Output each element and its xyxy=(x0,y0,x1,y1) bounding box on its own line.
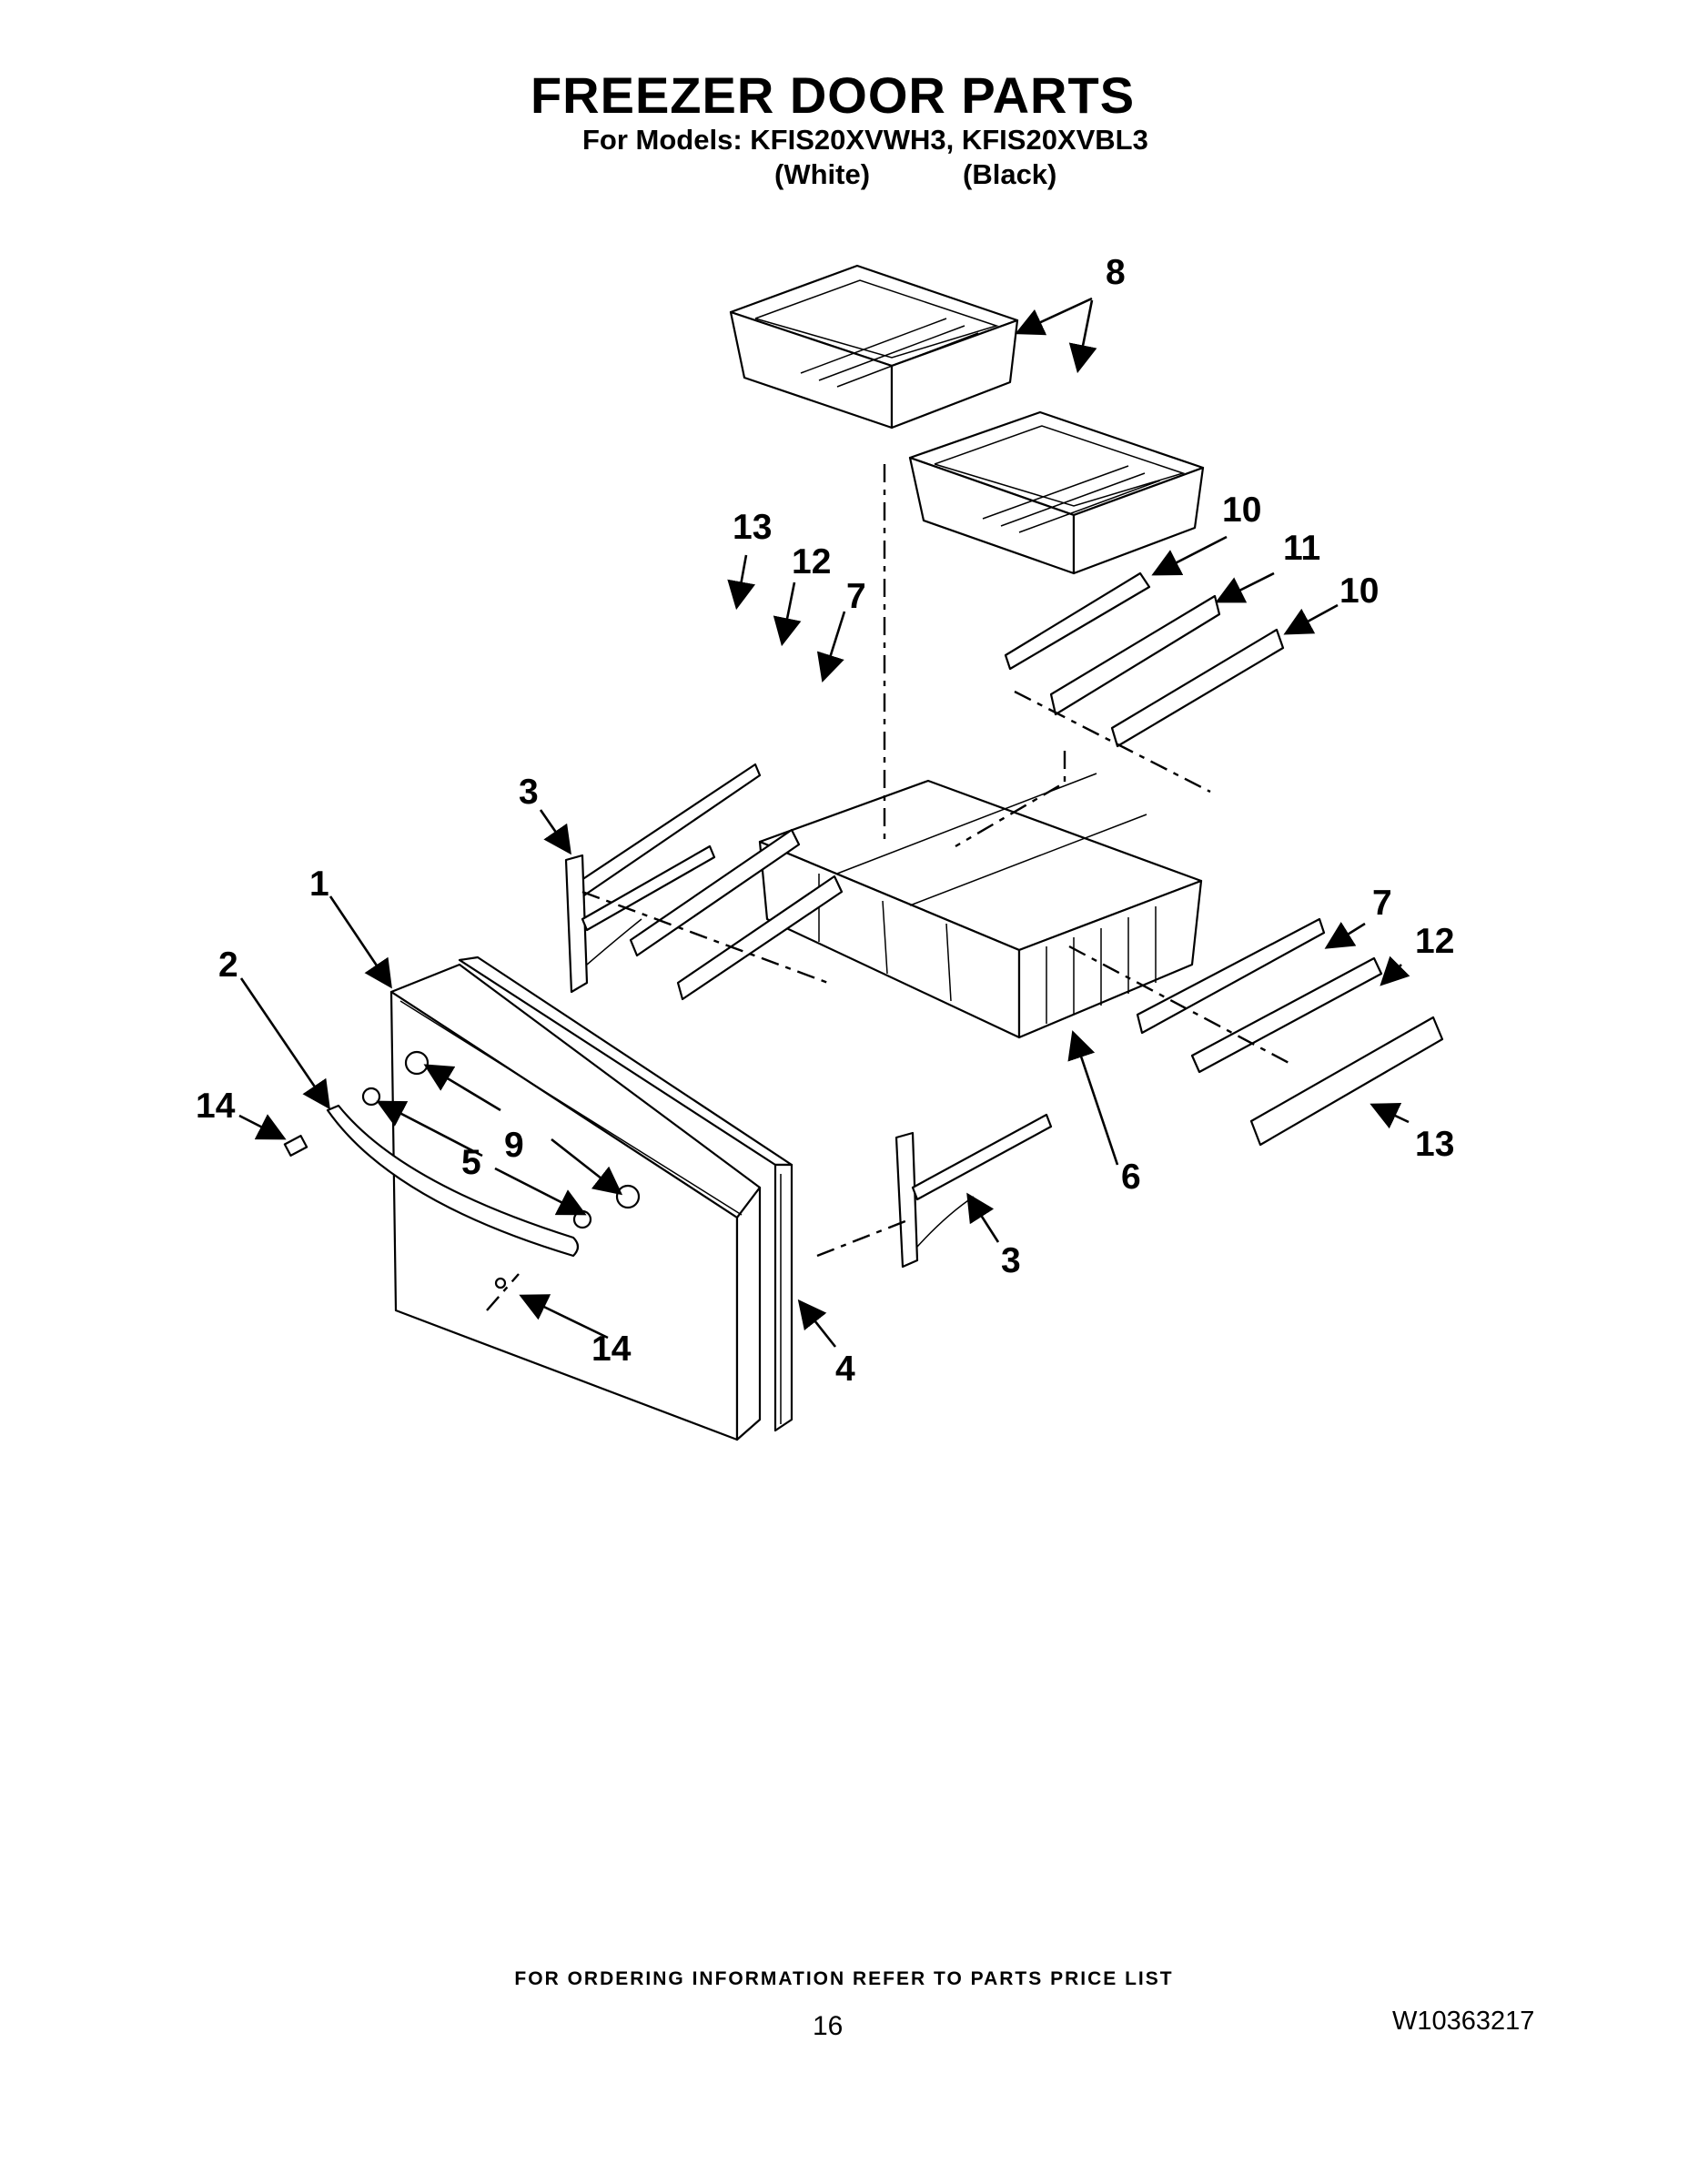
rail-part-12-upper xyxy=(629,828,801,957)
variant-black: (Black) xyxy=(963,158,1057,190)
callout-12-lower: 12 xyxy=(1415,922,1454,961)
callout-3-lower: 3 xyxy=(1001,1241,1021,1280)
callout-leader-lines xyxy=(238,297,1410,1348)
screw-part-14-left xyxy=(283,1135,308,1157)
ice-basket-part-8-second xyxy=(908,410,1205,575)
slide-bracket-part-3-left xyxy=(564,844,716,994)
callout-14-left: 14 xyxy=(196,1087,236,1126)
rail-part-10-upper xyxy=(1004,571,1151,671)
callout-7-lower: 7 xyxy=(1372,884,1392,923)
page-number: 16 xyxy=(813,2011,844,2041)
variant-white: (White) xyxy=(774,158,871,190)
ice-basket-part-8 xyxy=(729,264,1019,430)
rail-part-13-lower xyxy=(1249,1016,1444,1147)
callout-9: 9 xyxy=(504,1126,524,1165)
callout-6: 6 xyxy=(1121,1158,1141,1197)
slide-bracket-part-3-right xyxy=(895,1113,1053,1269)
document-code: W10363217 xyxy=(1392,2007,1535,2036)
callout-11: 11 xyxy=(1283,529,1320,568)
callout-3-upper: 3 xyxy=(519,773,539,812)
handle-stud-part-5 xyxy=(361,1087,592,1229)
callout-1: 1 xyxy=(309,864,329,904)
freezer-door-part-1 xyxy=(389,963,762,1441)
rail-part-7-lower xyxy=(1136,917,1326,1035)
screw-part-14-door xyxy=(494,1277,507,1289)
rail-part-11 xyxy=(1049,594,1221,716)
ordering-note: FOR ORDERING INFORMATION REFER TO PARTS … xyxy=(514,1968,1174,1989)
callout-12-upper: 12 xyxy=(792,542,831,581)
callout-13-upper: 13 xyxy=(733,508,772,547)
callout-5: 5 xyxy=(461,1143,481,1182)
callout-8: 8 xyxy=(1106,253,1126,292)
rail-part-10-lower xyxy=(1110,628,1285,748)
door-handle-part-2 xyxy=(326,1104,580,1258)
callout-4: 4 xyxy=(835,1350,855,1389)
assembly-dashed-lines xyxy=(486,464,1293,1311)
callout-10-upper: 10 xyxy=(1222,490,1261,530)
callout-2: 2 xyxy=(218,945,238,985)
freezer-basket-part-6 xyxy=(758,773,1203,1039)
callout-10-lower: 10 xyxy=(1339,571,1379,611)
page-title: FREEZER DOOR PARTS xyxy=(530,66,1136,124)
callout-13-lower: 13 xyxy=(1415,1125,1454,1164)
rail-part-7-upper xyxy=(676,875,844,1001)
callout-7-upper: 7 xyxy=(846,577,866,616)
door-gasket-part-4 xyxy=(458,956,793,1432)
callout-14-door: 14 xyxy=(591,1330,632,1369)
model-list: For Models: KFIS20XVWH3, KFIS20XVBL3 xyxy=(582,124,1148,156)
